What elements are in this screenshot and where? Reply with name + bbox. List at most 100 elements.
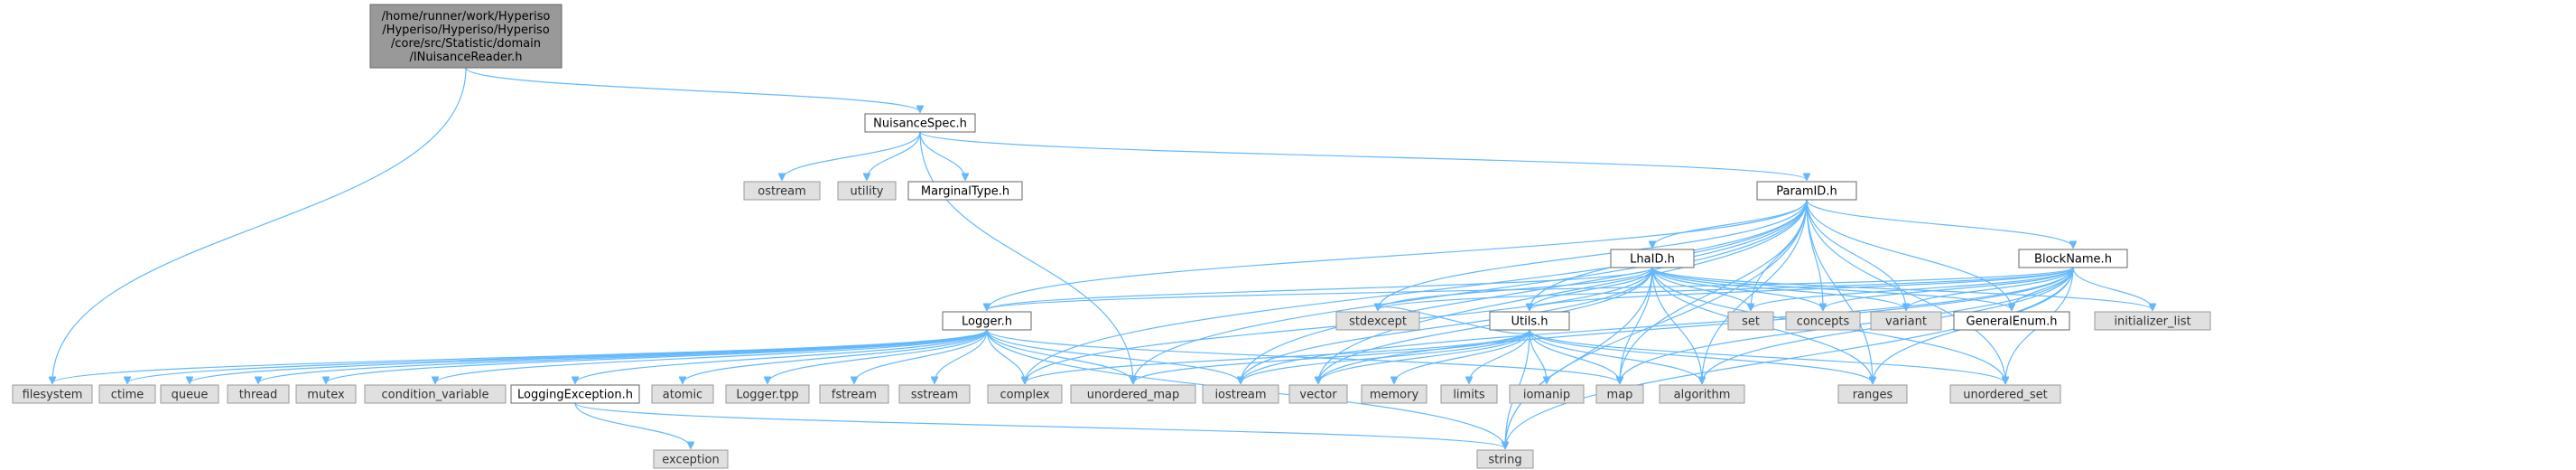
node-box — [1837, 384, 1908, 404]
node-generalenum[interactable]: GeneralEnum.h — [1953, 311, 2070, 331]
node-box — [369, 4, 563, 69]
node-box — [1953, 311, 2070, 331]
node-box — [1202, 384, 1279, 404]
node-set: set — [1727, 311, 1774, 331]
node-box — [295, 384, 357, 404]
edge-root-to-filesystem — [52, 67, 467, 383]
node-limits: limits — [1440, 384, 1498, 404]
node-label: queue — [172, 389, 209, 402]
node-box — [12, 384, 93, 404]
edge-utils-to-iostream — [1241, 329, 1530, 383]
node-stdexcept: stdexcept — [1335, 311, 1420, 331]
node-iostream: iostream — [1202, 384, 1279, 404]
edge-utils-to-map — [1529, 329, 1620, 383]
edge-blockname-to-logger — [987, 267, 2074, 310]
edge-loggingexc-to-string — [574, 402, 1505, 448]
node-box — [2018, 249, 2128, 268]
node-label: thread — [239, 389, 278, 402]
node-iomanip: iomanip — [1509, 384, 1585, 404]
node-label: unordered_map — [1087, 389, 1180, 402]
node-vector: vector — [1288, 384, 1348, 404]
edge-blockname-to-initlist — [2072, 267, 2153, 310]
node-box — [364, 384, 507, 404]
edge-utils-to-unorderedmap — [1133, 329, 1530, 383]
node-label: Logger.tpp — [736, 389, 798, 402]
node-label: /INuisanceReader.h — [409, 51, 522, 64]
node-box — [1489, 311, 1570, 331]
node-label: algorithm — [1674, 389, 1731, 402]
node-initlist: initializer_list — [2094, 311, 2211, 331]
edge-lhaid-to-set — [1651, 267, 1751, 310]
edge-blockname-to-string — [1505, 267, 2074, 448]
node-lhaid[interactable]: LhaID.h — [1610, 249, 1695, 268]
node-label: limits — [1453, 389, 1485, 402]
node-box — [98, 384, 156, 404]
node-label: ostream — [758, 185, 806, 199]
node-box — [1659, 384, 1745, 404]
node-label: memory — [1370, 389, 1419, 402]
node-nuisancespec[interactable]: NuisanceSpec.h — [864, 113, 976, 133]
edge-utils-to-memory — [1394, 329, 1530, 383]
node-memory: memory — [1361, 384, 1427, 404]
node-marginaltype[interactable]: MarginalType.h — [907, 181, 1023, 201]
node-box — [1610, 249, 1695, 268]
edge-paramid-to-unorderedmap — [1133, 199, 1808, 383]
node-utils[interactable]: Utils.h — [1489, 311, 1570, 331]
edge-logger-to-iostream — [986, 329, 1241, 383]
node-label: filesystem — [23, 389, 83, 402]
edge-lhaid-to-logger — [987, 267, 1653, 310]
edge-utils-to-iomanip — [1529, 329, 1547, 383]
node-mutex: mutex — [295, 384, 357, 404]
node-label: Utils.h — [1511, 315, 1548, 329]
node-sstream: sstream — [898, 384, 971, 404]
node-paramid[interactable]: ParamID.h — [1756, 181, 1857, 201]
edge-paramid-to-stdexcept — [1378, 199, 1808, 310]
edge-root-to-nuisancespec — [465, 67, 920, 112]
edge-logger-to-loggingexc — [575, 329, 988, 383]
node-box — [1288, 384, 1348, 404]
edge-nuisancespec-to-utility — [867, 131, 921, 180]
node-box — [651, 384, 714, 404]
node-loggingexc[interactable]: LoggingException.h — [510, 384, 640, 404]
node-label: utility — [851, 185, 884, 199]
node-variant: variant — [1870, 311, 1942, 331]
node-box — [1476, 449, 1534, 469]
node-box — [160, 384, 219, 404]
node-unorderedset: unordered_set — [1949, 384, 2061, 404]
node-logger[interactable]: Logger.h — [942, 311, 1032, 331]
node-label: GeneralEnum.h — [1967, 315, 2058, 329]
node-label: /home/runner/work/Hyperiso — [382, 10, 551, 24]
node-fstream: fstream — [819, 384, 889, 404]
edge-lhaid-to-algorithm — [1651, 267, 1702, 383]
edge-utils-to-ranges — [1529, 329, 1873, 383]
edge-blockname-to-variant — [1906, 267, 2074, 310]
node-label: complex — [1000, 389, 1049, 402]
node-box — [510, 384, 640, 404]
edge-loggingexc-to-exception — [574, 402, 691, 448]
edge-blockname-to-iostream — [1241, 267, 2074, 383]
node-unorderedmap: unordered_map — [1070, 384, 1196, 404]
node-box — [1361, 384, 1427, 404]
node-algorithm: algorithm — [1659, 384, 1745, 404]
node-label: unordered_set — [1963, 389, 2047, 402]
edge-paramid-to-unorderedset — [1806, 199, 2005, 383]
node-box — [653, 449, 729, 469]
node-box — [725, 384, 810, 404]
node-label: concepts — [1797, 315, 1850, 329]
node-label: ctime — [111, 389, 144, 402]
node-blockname[interactable]: BlockName.h — [2018, 249, 2128, 268]
node-root[interactable]: /home/runner/work/Hyperiso/Hyperiso/Hype… — [369, 4, 563, 69]
node-label: /core/src/Statistic/domain — [391, 37, 541, 51]
edge-paramid-to-algorithm — [1702, 199, 1808, 383]
edge-logger-to-atomic — [683, 329, 988, 383]
node-label: ParamID.h — [1776, 185, 1837, 199]
node-queue: queue — [160, 384, 219, 404]
node-box — [743, 181, 821, 201]
node-box — [864, 113, 976, 133]
node-exception: exception — [653, 449, 729, 469]
node-label: LhaID.h — [1630, 253, 1675, 267]
edge-paramid-to-generalenum — [1806, 199, 2012, 310]
edge-paramid-to-logger — [987, 199, 1808, 310]
node-box — [1756, 181, 1857, 201]
